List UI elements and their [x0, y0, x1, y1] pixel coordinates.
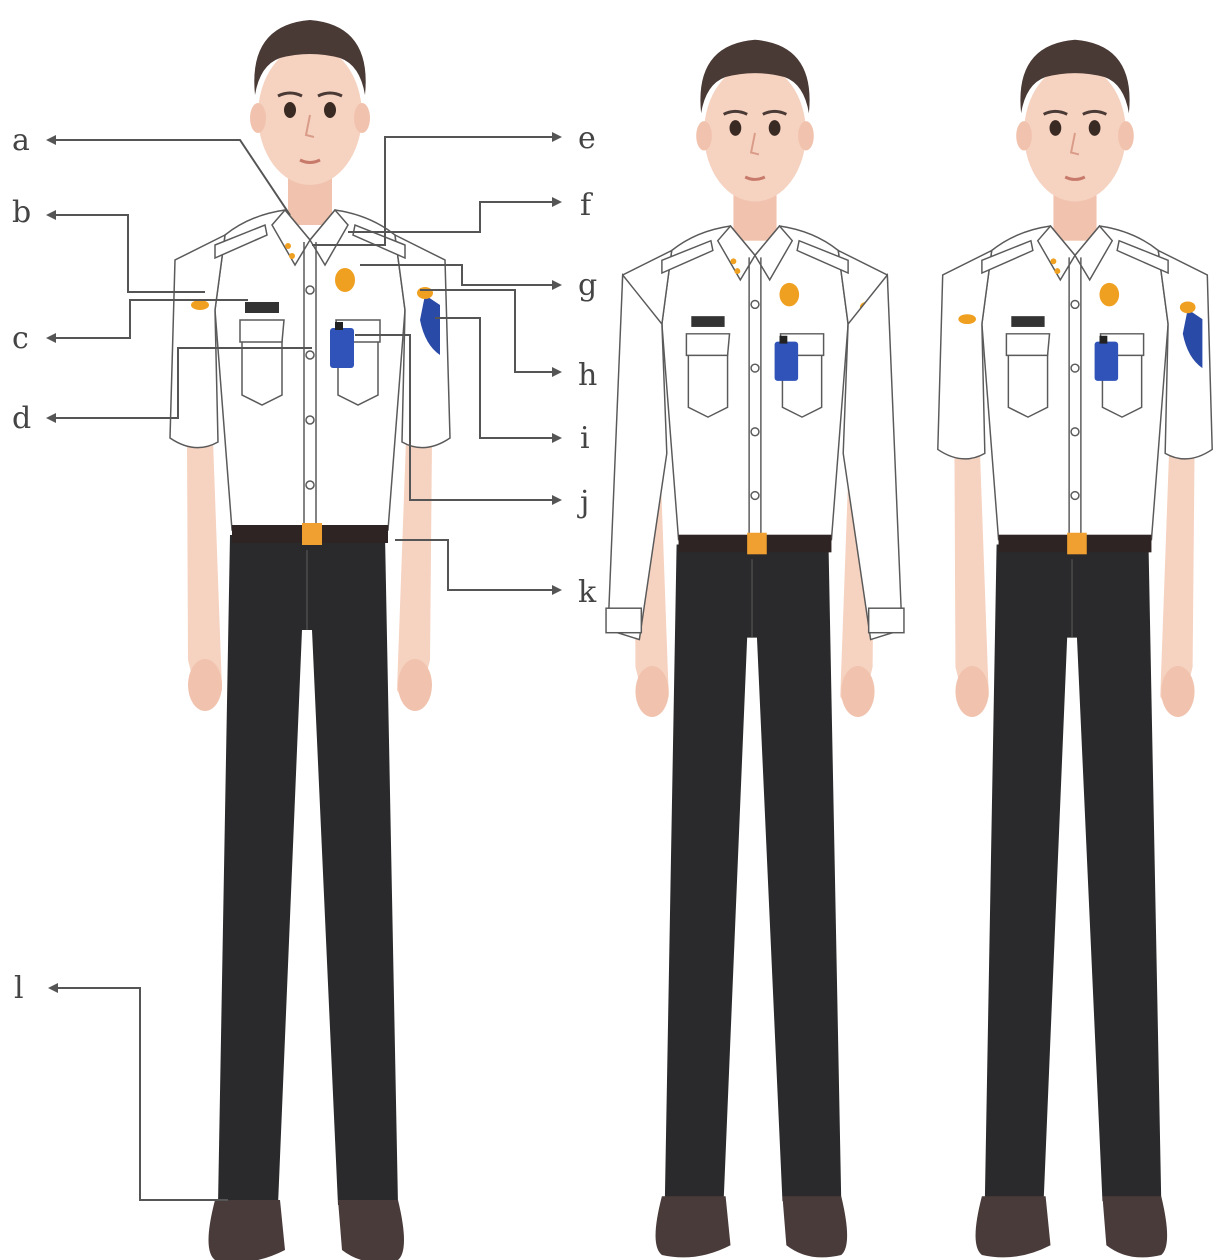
- label-k: k: [578, 575, 597, 610]
- label-h: h: [578, 358, 597, 393]
- figure-long-sleeve: [606, 40, 904, 1258]
- leader-line-a: [48, 140, 290, 215]
- label-c: c: [12, 321, 29, 356]
- figure-short-sleeve-main: [170, 20, 450, 1260]
- label-e: e: [578, 121, 596, 156]
- label-g: g: [578, 268, 597, 303]
- label-b: b: [12, 195, 31, 230]
- label-d: d: [12, 401, 31, 436]
- label-j: j: [577, 485, 589, 520]
- label-l: l: [14, 971, 24, 1006]
- label-a: a: [12, 123, 30, 158]
- label-f: f: [580, 188, 593, 223]
- leader-line-l: [50, 988, 228, 1200]
- label-i: i: [580, 421, 590, 456]
- figure-short-sleeve-right: [938, 40, 1212, 1258]
- leader-line-i: [435, 318, 560, 438]
